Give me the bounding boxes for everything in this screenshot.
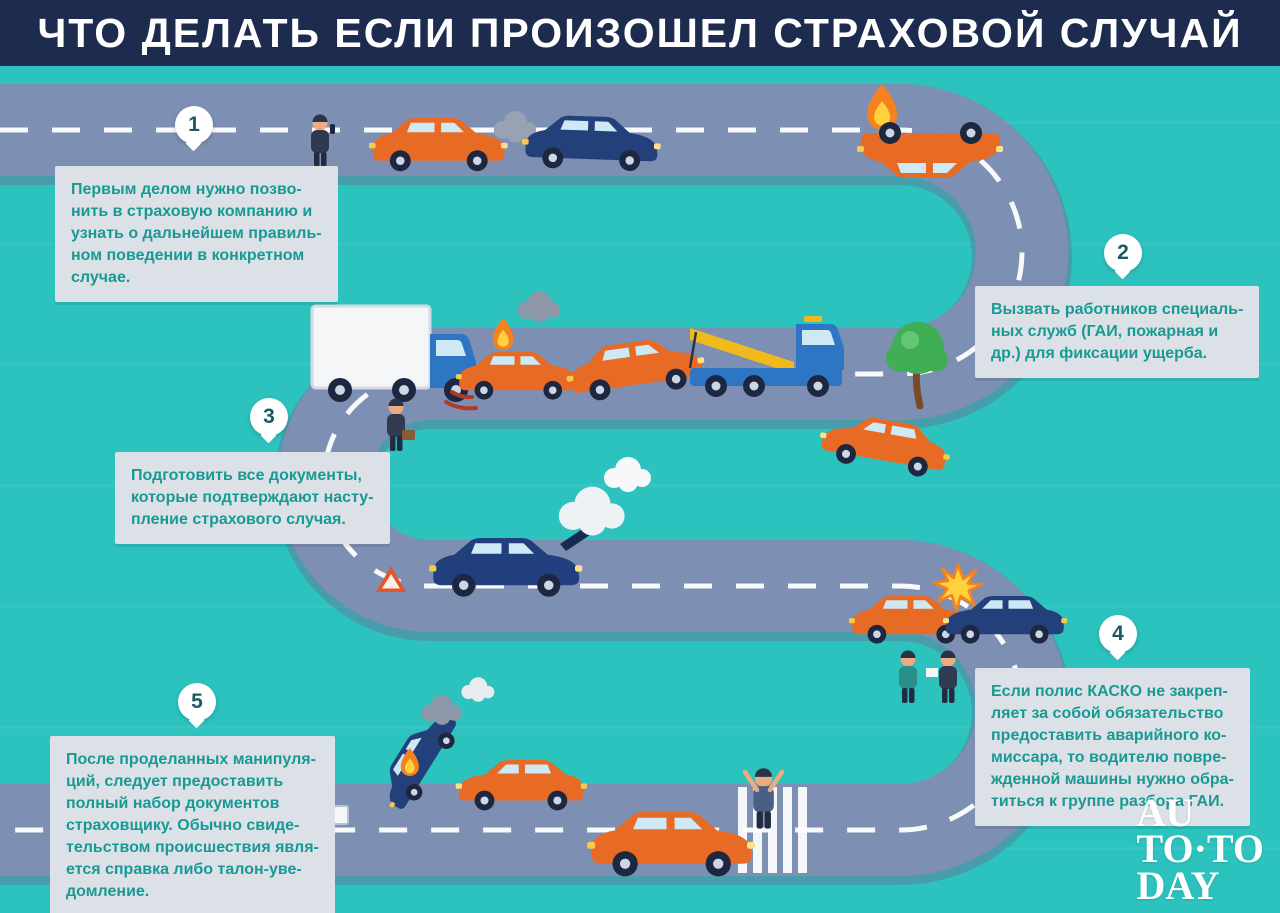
step-5-number: 5 xyxy=(191,690,203,713)
step-1-number: 1 xyxy=(188,113,200,136)
crosswalk-icon xyxy=(738,787,807,873)
step-2-note: Вызвать работников специаль- ных служб (… xyxy=(975,286,1260,379)
skid-marks xyxy=(444,390,478,411)
watermark-line-1: AU xyxy=(1136,789,1195,835)
step-3-note: Подготовить все документы, которые подтв… xyxy=(115,452,390,545)
drivers-exchange-icon xyxy=(899,650,957,703)
businessman-on-phone-icon xyxy=(311,114,335,167)
page-title: ЧТО ДЕЛАТЬ ЕСЛИ ПРОИЗОШЕЛ СТРАХОВОЙ СЛУЧ… xyxy=(37,9,1243,56)
box-truck-crash-icon xyxy=(310,291,580,411)
step-1-note: Первым делом нужно позво- нить в страхов… xyxy=(55,166,338,303)
step-2-number: 2 xyxy=(1117,241,1129,264)
clipboard-icon xyxy=(333,805,349,825)
step-3-badge: 3 xyxy=(250,398,288,444)
open-hood-icon xyxy=(560,528,590,551)
broken-down-car-icon xyxy=(429,457,651,597)
step-2-badge: 2 xyxy=(1104,234,1142,280)
walking-man-icon xyxy=(387,398,415,451)
watermark-line-2: TO·TO xyxy=(1136,826,1264,872)
step-5-note: После проделанных манипуля- ций, следует… xyxy=(50,736,335,913)
step-4-number: 4 xyxy=(1112,622,1124,645)
step-4-badge: 4 xyxy=(1099,615,1137,661)
step-3-number: 3 xyxy=(263,405,275,428)
watermark-line-3: DAY xyxy=(1136,863,1220,909)
pedestrian-icon xyxy=(742,768,785,829)
raised-arms xyxy=(742,769,785,793)
step-5-badge: 5 xyxy=(178,683,216,729)
step-4-note: Если полис КАСКО не закреп- ляет за собо… xyxy=(975,668,1250,827)
step-1-badge: 1 xyxy=(175,106,213,152)
document-icon xyxy=(926,668,938,677)
header-bar: ЧТО ДЕЛАТЬ ЕСЛИ ПРОИЗОШЕЛ СТРАХОВОЙ СЛУЧ… xyxy=(0,0,1280,66)
briefcase-icon xyxy=(402,430,415,440)
watermark-logo: AU TO·TO DAY xyxy=(1136,789,1264,909)
flipped-car-crash-icon xyxy=(372,677,588,818)
